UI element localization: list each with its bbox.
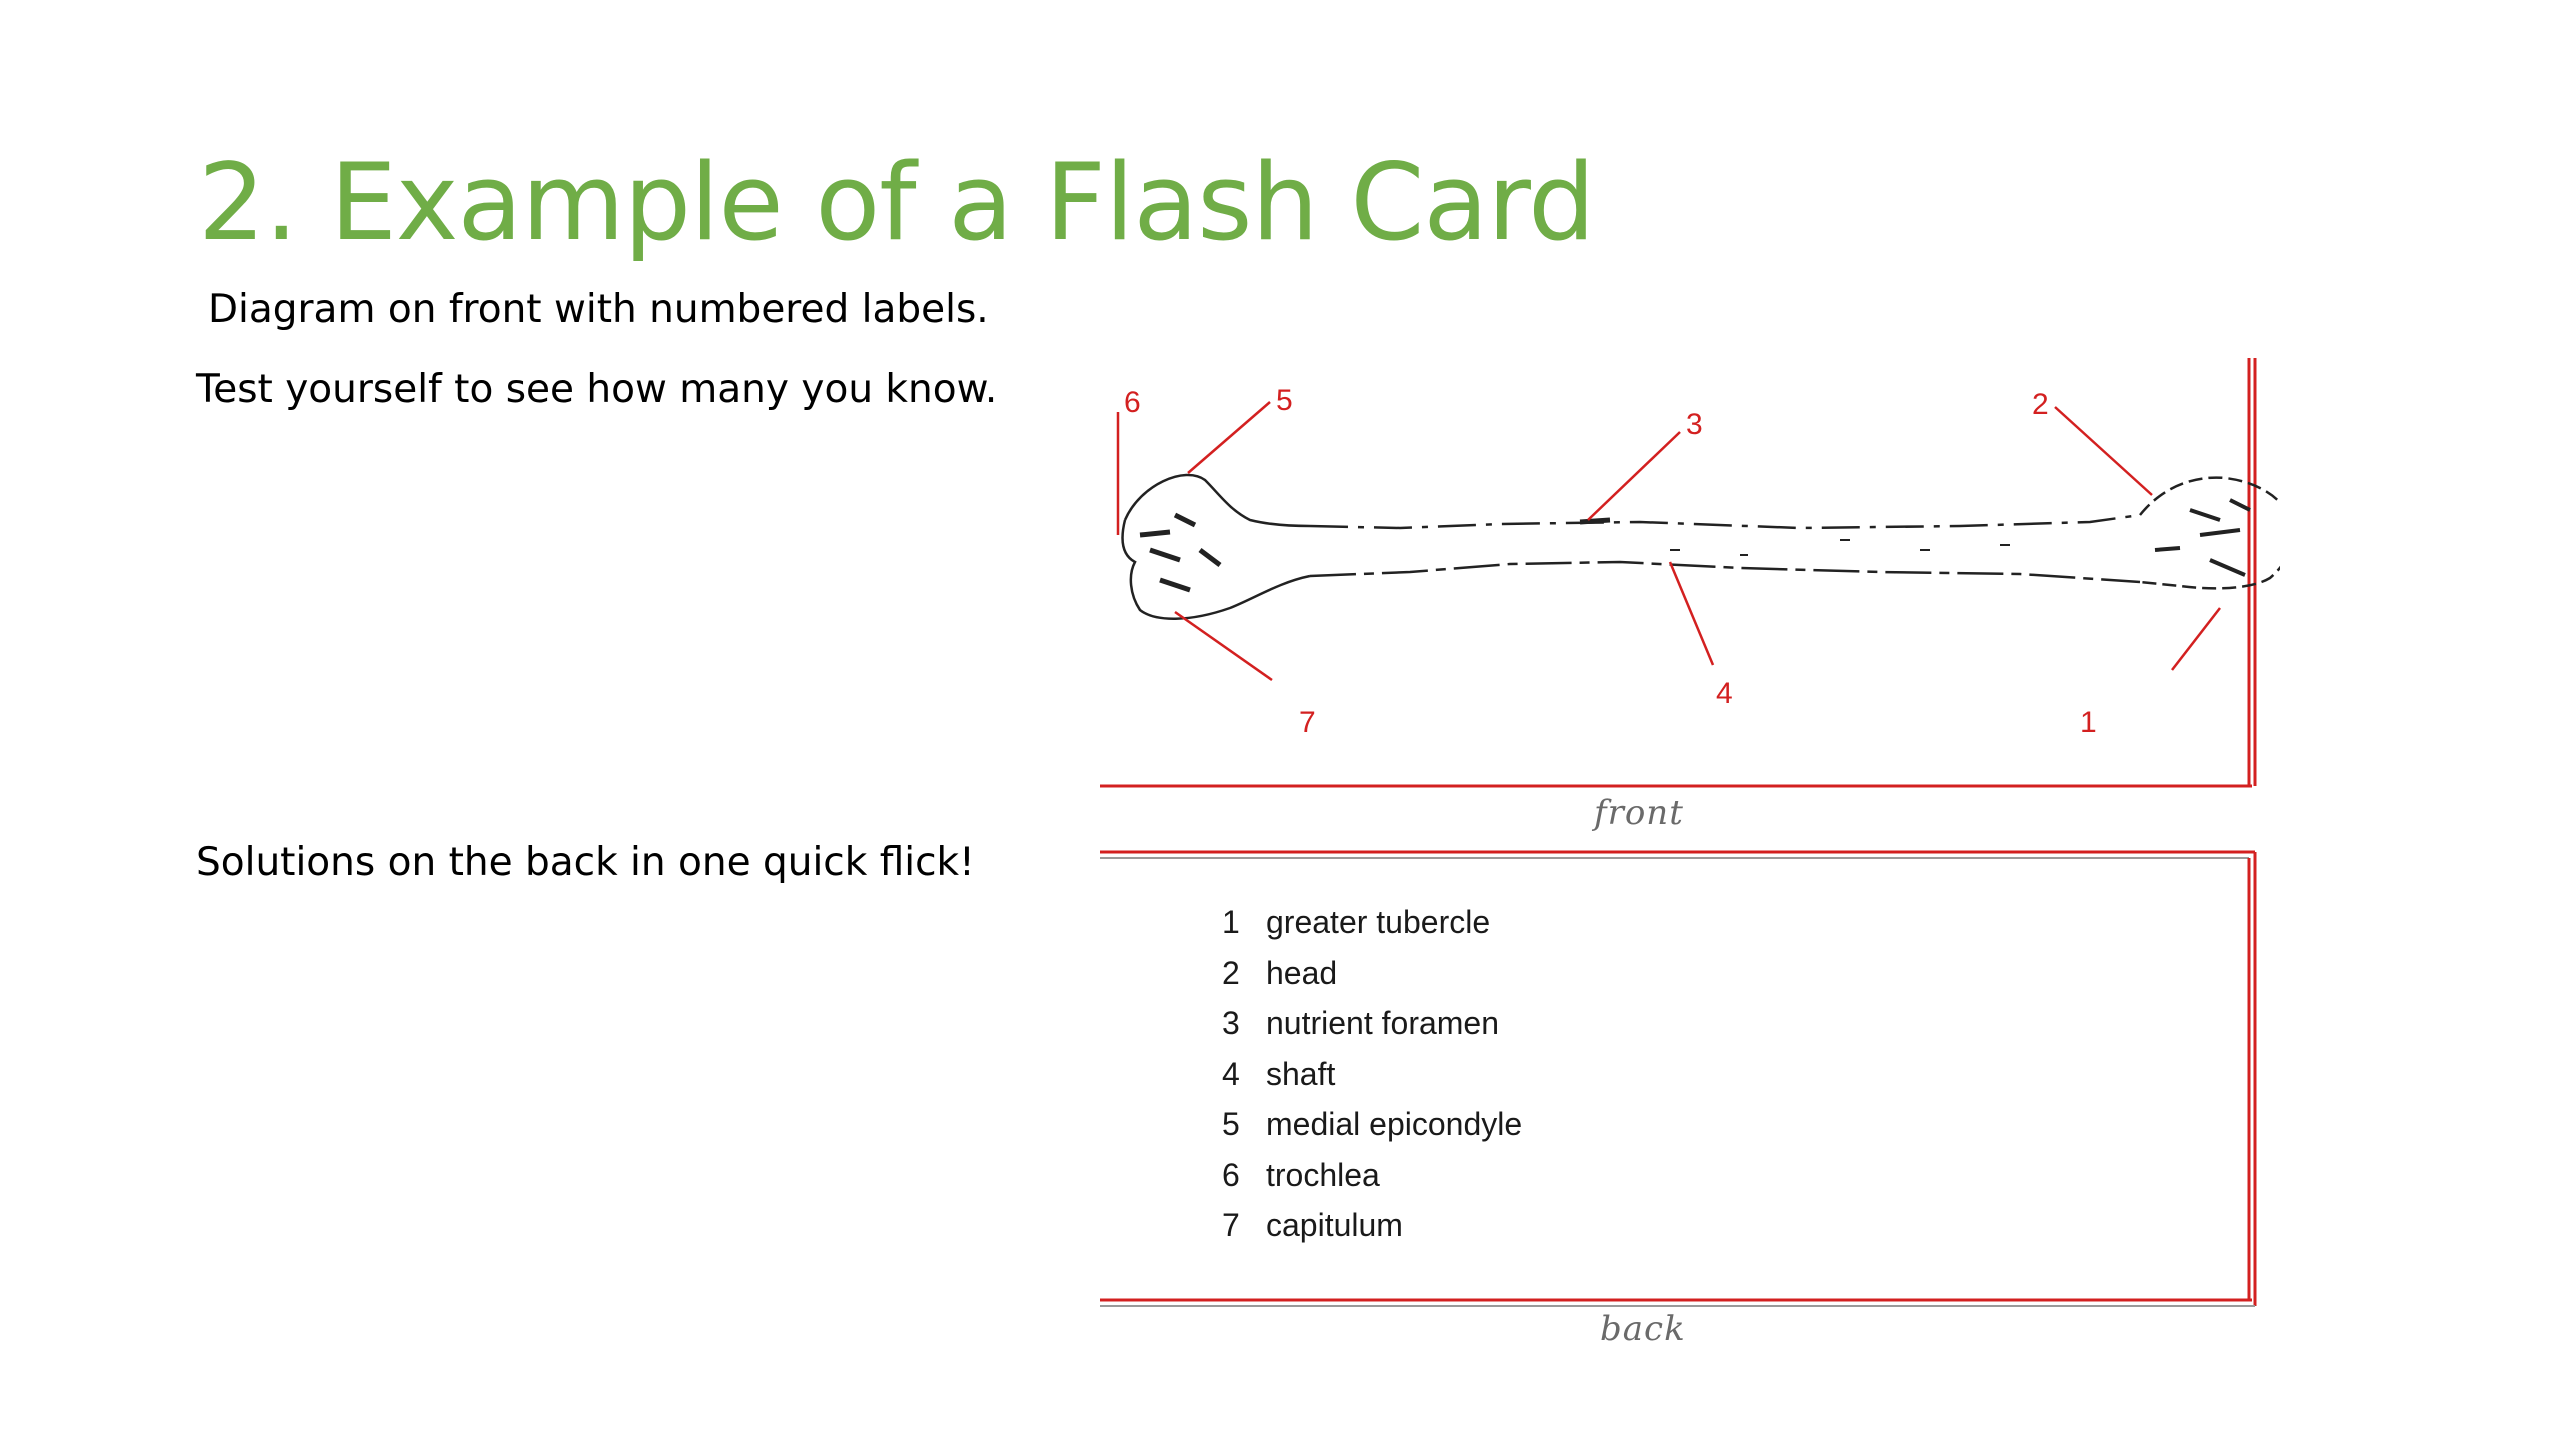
marker-3: 3 (1686, 408, 1703, 441)
legend-label: capitulum (1266, 1207, 1403, 1243)
legend-number: 6 (1222, 1156, 1240, 1193)
front-card-frame (1100, 358, 2257, 788)
legend-item: 3 nutrient foramen (1222, 1005, 1522, 1056)
legend-item: 6 trochlea (1222, 1157, 1522, 1208)
marker-4: 4 (1716, 677, 1733, 710)
back-card-frame (1100, 850, 2257, 1307)
marker-7: 7 (1299, 706, 1316, 739)
marker-1: 1 (2080, 706, 2097, 739)
legend-number: 7 (1222, 1207, 1240, 1243)
legend-number: 4 (1222, 1055, 1240, 1092)
front-card-caption: front (1594, 793, 1684, 833)
humerus-bone-drawing (1121, 473, 2280, 620)
legend-number: 1 (1222, 904, 1240, 940)
back-card-legend: 1 greater tubercle 2 head 3 nutrient forame… (1222, 904, 1522, 1258)
legend-number: 2 (1222, 954, 1240, 991)
body-line-solutions: Solutions on the back in one quick flick… (196, 840, 975, 885)
marker-2: 2 (2032, 388, 2049, 421)
marker-6: 6 (1124, 386, 1141, 419)
legend-item: 1 greater tubercle (1222, 904, 1522, 955)
back-card-caption: back (1600, 1309, 1686, 1349)
legend-item: 4 shaft (1222, 1056, 1522, 1107)
legend-item: 5 medial epicondyle (1222, 1106, 1522, 1157)
body-line-diagram: Diagram on front with numbered labels. (208, 287, 989, 332)
marker-5: 5 (1276, 384, 1293, 417)
body-line-test: Test yourself to see how many you know. (196, 367, 998, 412)
front-card: 6 5 3 2 1 4 7 (1100, 358, 2280, 788)
legend-label: greater tubercle (1266, 904, 1491, 940)
slide-title: 2. Example of a Flash Card (198, 141, 1595, 264)
back-card (1100, 850, 2257, 1307)
legend-number: 5 (1222, 1106, 1240, 1142)
legend-item: 7 capitulum (1222, 1207, 1522, 1258)
legend-label: nutrient foramen (1266, 1005, 1500, 1041)
legend-label: head (1266, 954, 1338, 991)
legend-label: shaft (1266, 1055, 1336, 1092)
legend-label: trochlea (1266, 1156, 1380, 1193)
legend-number: 3 (1222, 1005, 1240, 1041)
label-leader-lines (1116, 401, 2221, 682)
legend-item: 2 head (1222, 955, 1522, 1006)
legend-label: medial epicondyle (1266, 1106, 1523, 1142)
